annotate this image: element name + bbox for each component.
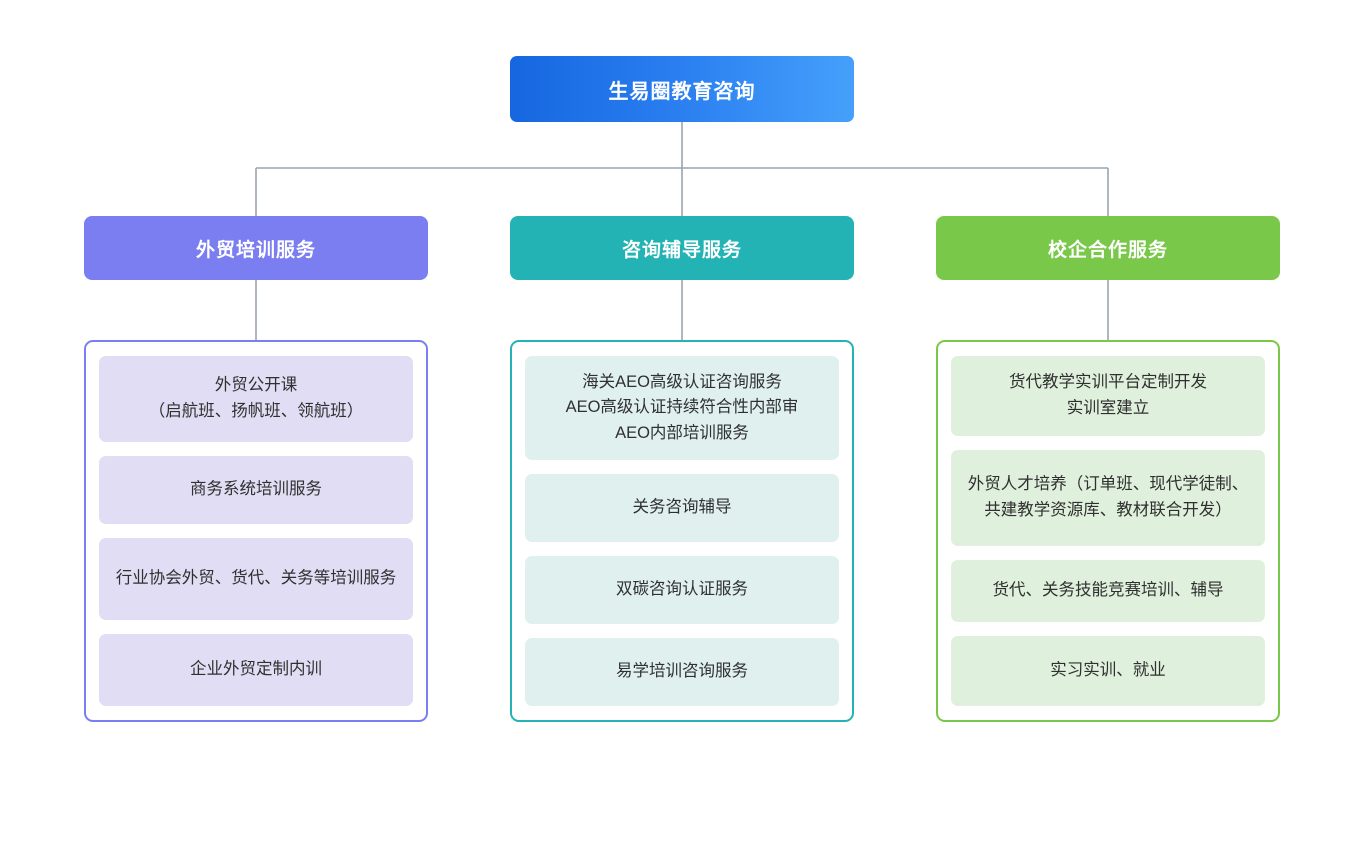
- branch-2-item-1[interactable]: 外贸人才培养（订单班、现代学徒制、共建教学资源库、教材联合开发）: [951, 450, 1265, 546]
- root-node[interactable]: 生易圈教育咨询: [510, 56, 854, 122]
- branch-column-1: 咨询辅导服务 海关AEO高级认证咨询服务 AEO高级认证持续符合性内部审 AEO…: [510, 216, 854, 722]
- branch-header-2[interactable]: 校企合作服务: [936, 216, 1280, 280]
- branch-panel-2: 货代教学实训平台定制开发 实训室建立 外贸人才培养（订单班、现代学徒制、共建教学…: [936, 340, 1280, 722]
- branch-header-1[interactable]: 咨询辅导服务: [510, 216, 854, 280]
- branch-1-item-3[interactable]: 易学培训咨询服务: [525, 638, 839, 706]
- branch-header-0[interactable]: 外贸培训服务: [84, 216, 428, 280]
- branch-2-item-0[interactable]: 货代教学实训平台定制开发 实训室建立: [951, 356, 1265, 436]
- branch-panel-1: 海关AEO高级认证咨询服务 AEO高级认证持续符合性内部审 AEO内部培训服务 …: [510, 340, 854, 722]
- branch-1-item-1[interactable]: 关务咨询辅导: [525, 474, 839, 542]
- branch-panel-0: 外贸公开课 （启航班、扬帆班、领航班） 商务系统培训服务 行业协会外贸、货代、关…: [84, 340, 428, 722]
- branch-1-item-2[interactable]: 双碳咨询认证服务: [525, 556, 839, 624]
- branch-2-item-2[interactable]: 货代、关务技能竞赛培训、辅导: [951, 560, 1265, 622]
- branch-2-item-3[interactable]: 实习实训、就业: [951, 636, 1265, 706]
- branch-0-item-3[interactable]: 企业外贸定制内训: [99, 634, 413, 706]
- branch-0-item-2[interactable]: 行业协会外贸、货代、关务等培训服务: [99, 538, 413, 620]
- branch-column-0: 外贸培训服务 外贸公开课 （启航班、扬帆班、领航班） 商务系统培训服务 行业协会…: [84, 216, 428, 722]
- branch-0-item-1[interactable]: 商务系统培训服务: [99, 456, 413, 524]
- branch-0-item-0[interactable]: 外贸公开课 （启航班、扬帆班、领航班）: [99, 356, 413, 442]
- branch-column-2: 校企合作服务 货代教学实训平台定制开发 实训室建立 外贸人才培养（订单班、现代学…: [936, 216, 1280, 722]
- branch-1-item-0[interactable]: 海关AEO高级认证咨询服务 AEO高级认证持续符合性内部审 AEO内部培训服务: [525, 356, 839, 460]
